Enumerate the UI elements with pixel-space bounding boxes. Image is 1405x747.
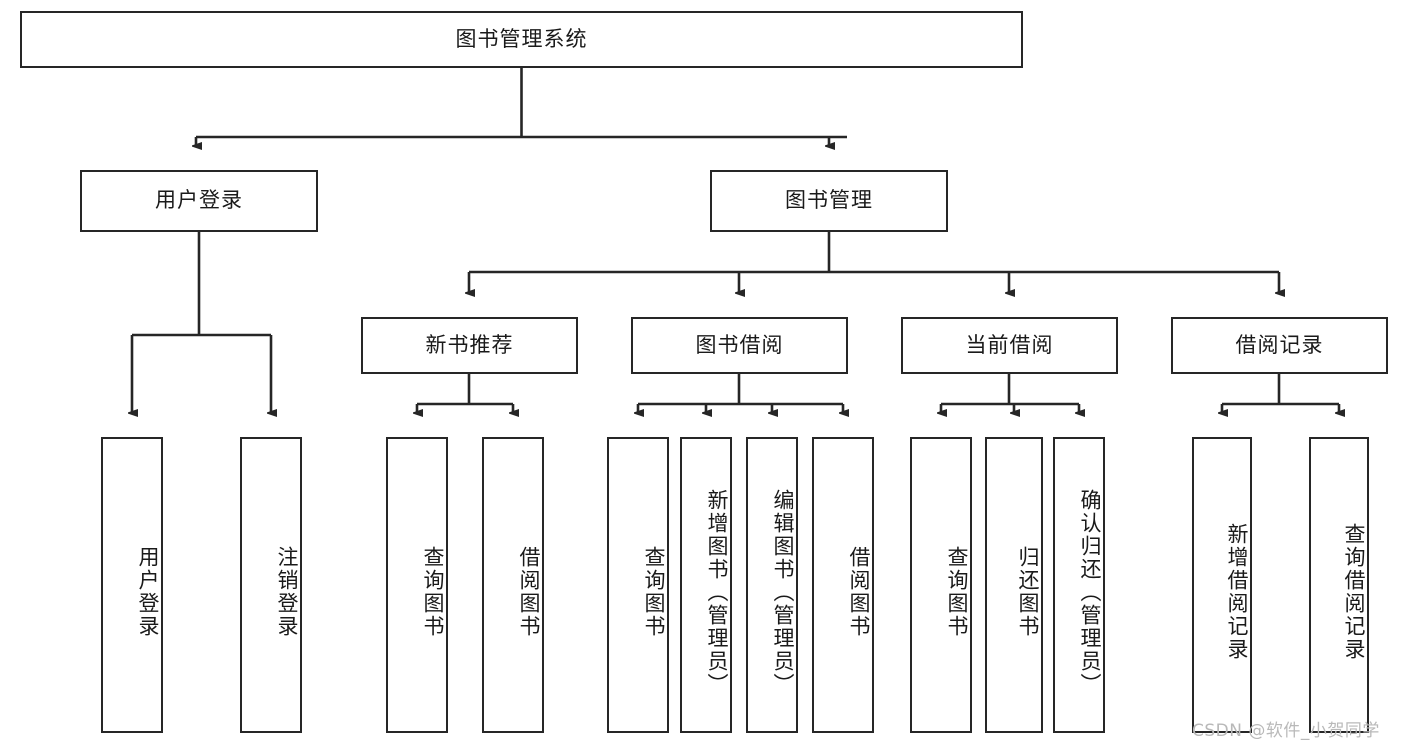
- node-leaf-borrow-book-1[interactable]: 借阅图书: [482, 437, 544, 733]
- node-leaf-return-book[interactable]: 归还图书: [985, 437, 1043, 733]
- node-leaf-borrow-book-2-label: 借阅图书: [847, 546, 871, 638]
- node-leaf-query-book-1[interactable]: 查询图书: [386, 437, 448, 733]
- node-leaf-query-book-2[interactable]: 查询图书: [607, 437, 669, 733]
- node-leaf-edit-book[interactable]: 编辑图书（管理员）: [746, 437, 798, 733]
- edge-group-user-login: [132, 232, 271, 413]
- node-user-login[interactable]: 用户登录: [80, 170, 318, 232]
- edge-group-borrow-record: [1222, 374, 1339, 413]
- node-current-borrow-label: 当前借阅: [965, 332, 1054, 357]
- node-leaf-logout-label: 注销登录: [275, 546, 299, 638]
- node-leaf-user-login[interactable]: 用户登录: [101, 437, 163, 733]
- node-leaf-add-borrow-record-label: 新增借阅记录: [1225, 523, 1249, 661]
- node-borrow-record-label: 借阅记录: [1235, 332, 1324, 357]
- node-leaf-add-book-label: 新增图书（管理员）: [705, 488, 729, 696]
- csdn-watermark: CSDN @软件_小贺同学: [1192, 721, 1380, 741]
- edge-group-new-book-recommend: [417, 374, 513, 413]
- node-borrow-record[interactable]: 借阅记录: [1171, 317, 1388, 374]
- node-leaf-user-login-label: 用户登录: [136, 546, 160, 638]
- node-leaf-query-borrow-record[interactable]: 查询借阅记录: [1309, 437, 1369, 733]
- node-current-borrow[interactable]: 当前借阅: [901, 317, 1118, 374]
- node-leaf-edit-book-label: 编辑图书（管理员）: [771, 488, 795, 696]
- node-leaf-logout[interactable]: 注销登录: [240, 437, 302, 733]
- node-leaf-query-book-3-label: 查询图书: [945, 546, 969, 638]
- node-leaf-confirm-return[interactable]: 确认归还（管理员）: [1053, 437, 1105, 733]
- node-leaf-query-book-1-label: 查询图书: [421, 546, 445, 638]
- node-book-manage-label: 图书管理: [785, 188, 873, 213]
- node-book-borrow-label: 图书借阅: [695, 332, 784, 357]
- node-leaf-borrow-book-1-label: 借阅图书: [517, 546, 541, 638]
- edge-group-root: [196, 68, 847, 146]
- node-leaf-query-book-3[interactable]: 查询图书: [910, 437, 972, 733]
- node-leaf-return-book-label: 归还图书: [1016, 546, 1040, 638]
- node-user-login-label: 用户登录: [155, 188, 243, 213]
- node-book-manage[interactable]: 图书管理: [710, 170, 948, 232]
- node-leaf-query-book-2-label: 查询图书: [642, 546, 666, 638]
- edge-group-book-manage: [469, 232, 1279, 293]
- edge-group-current-borrow: [941, 374, 1079, 413]
- node-leaf-add-borrow-record[interactable]: 新增借阅记录: [1192, 437, 1252, 733]
- node-leaf-query-borrow-record-label: 查询借阅记录: [1342, 523, 1366, 661]
- node-leaf-confirm-return-label: 确认归还（管理员）: [1078, 488, 1102, 696]
- node-new-book-recommend[interactable]: 新书推荐: [361, 317, 578, 374]
- node-root-label: 图书管理系统: [455, 26, 588, 51]
- node-new-book-recommend-label: 新书推荐: [425, 332, 514, 357]
- node-root[interactable]: 图书管理系统: [20, 11, 1023, 68]
- edge-group-book-borrow: [638, 374, 843, 413]
- node-leaf-add-book[interactable]: 新增图书（管理员）: [680, 437, 732, 733]
- node-book-borrow[interactable]: 图书借阅: [631, 317, 848, 374]
- node-leaf-borrow-book-2[interactable]: 借阅图书: [812, 437, 874, 733]
